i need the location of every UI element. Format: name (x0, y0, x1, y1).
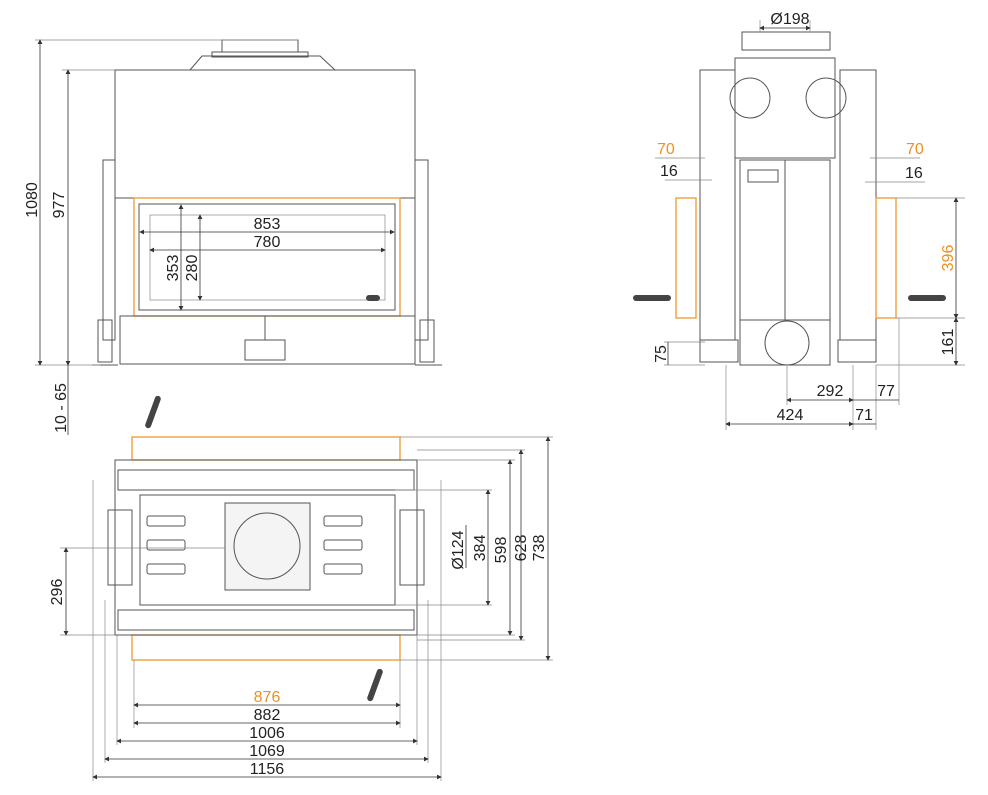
dim-977: 977 (51, 192, 68, 219)
air-inlet (764, 320, 810, 366)
bottom-handle-icon (367, 668, 383, 702)
side-flue (741, 31, 831, 51)
top-handle-icon (145, 395, 161, 429)
dim-876: 876 (254, 689, 281, 706)
handle-right-icon (908, 295, 946, 301)
dim-71: 71 (855, 407, 873, 424)
dim-d124: Ø124 (450, 530, 467, 569)
dim-1156: 1156 (250, 761, 285, 778)
fan-right (805, 77, 847, 119)
vent-slots (146, 515, 363, 575)
dim-1069: 1069 (249, 743, 285, 760)
dim-384: 384 (472, 535, 489, 562)
dim-77: 77 (877, 383, 895, 400)
dim-424: 424 (777, 407, 804, 424)
top-view: Ø124 384 598 628 738 296 876 882 1006 10… (49, 395, 553, 781)
dim-296: 296 (49, 579, 66, 606)
air-control (244, 339, 286, 361)
front-view: 1080 977 10 - 65 853 780 353 280 (24, 39, 442, 435)
dim-353: 353 (165, 255, 182, 282)
dim-738: 738 (531, 535, 548, 562)
dim-70-right: 70 (906, 141, 924, 158)
flue-opening (233, 512, 301, 580)
dim-16-right: 16 (905, 165, 923, 182)
dim-882: 882 (254, 707, 281, 724)
side-view: Ø198 70 16 70 16 396 161 75 292 77 (633, 11, 965, 430)
handle-left-icon (633, 295, 671, 301)
dim-1006: 1006 (249, 725, 285, 742)
door-frame (138, 203, 396, 311)
dim-292: 292 (817, 383, 844, 400)
dim-161: 161 (940, 329, 957, 356)
fan-left (729, 77, 771, 119)
flue-plate (224, 502, 311, 591)
dim-75: 75 (653, 345, 670, 363)
dim-d198: Ø198 (770, 11, 809, 28)
dim-598: 598 (493, 537, 510, 564)
door-handle-icon (366, 295, 380, 301)
dim-1080: 1080 (24, 182, 41, 218)
dim-396: 396 (940, 245, 957, 272)
dim-628: 628 (513, 535, 530, 562)
dim-780: 780 (254, 234, 281, 251)
glass (149, 214, 386, 301)
dim-10-65: 10 - 65 (53, 383, 70, 433)
dim-16-left: 16 (660, 163, 678, 180)
flue-collar (221, 39, 299, 53)
body-top (114, 69, 416, 199)
top-outline (114, 459, 418, 636)
dim-853: 853 (254, 216, 281, 233)
dim-280: 280 (184, 255, 201, 282)
dim-70-left: 70 (657, 141, 675, 158)
